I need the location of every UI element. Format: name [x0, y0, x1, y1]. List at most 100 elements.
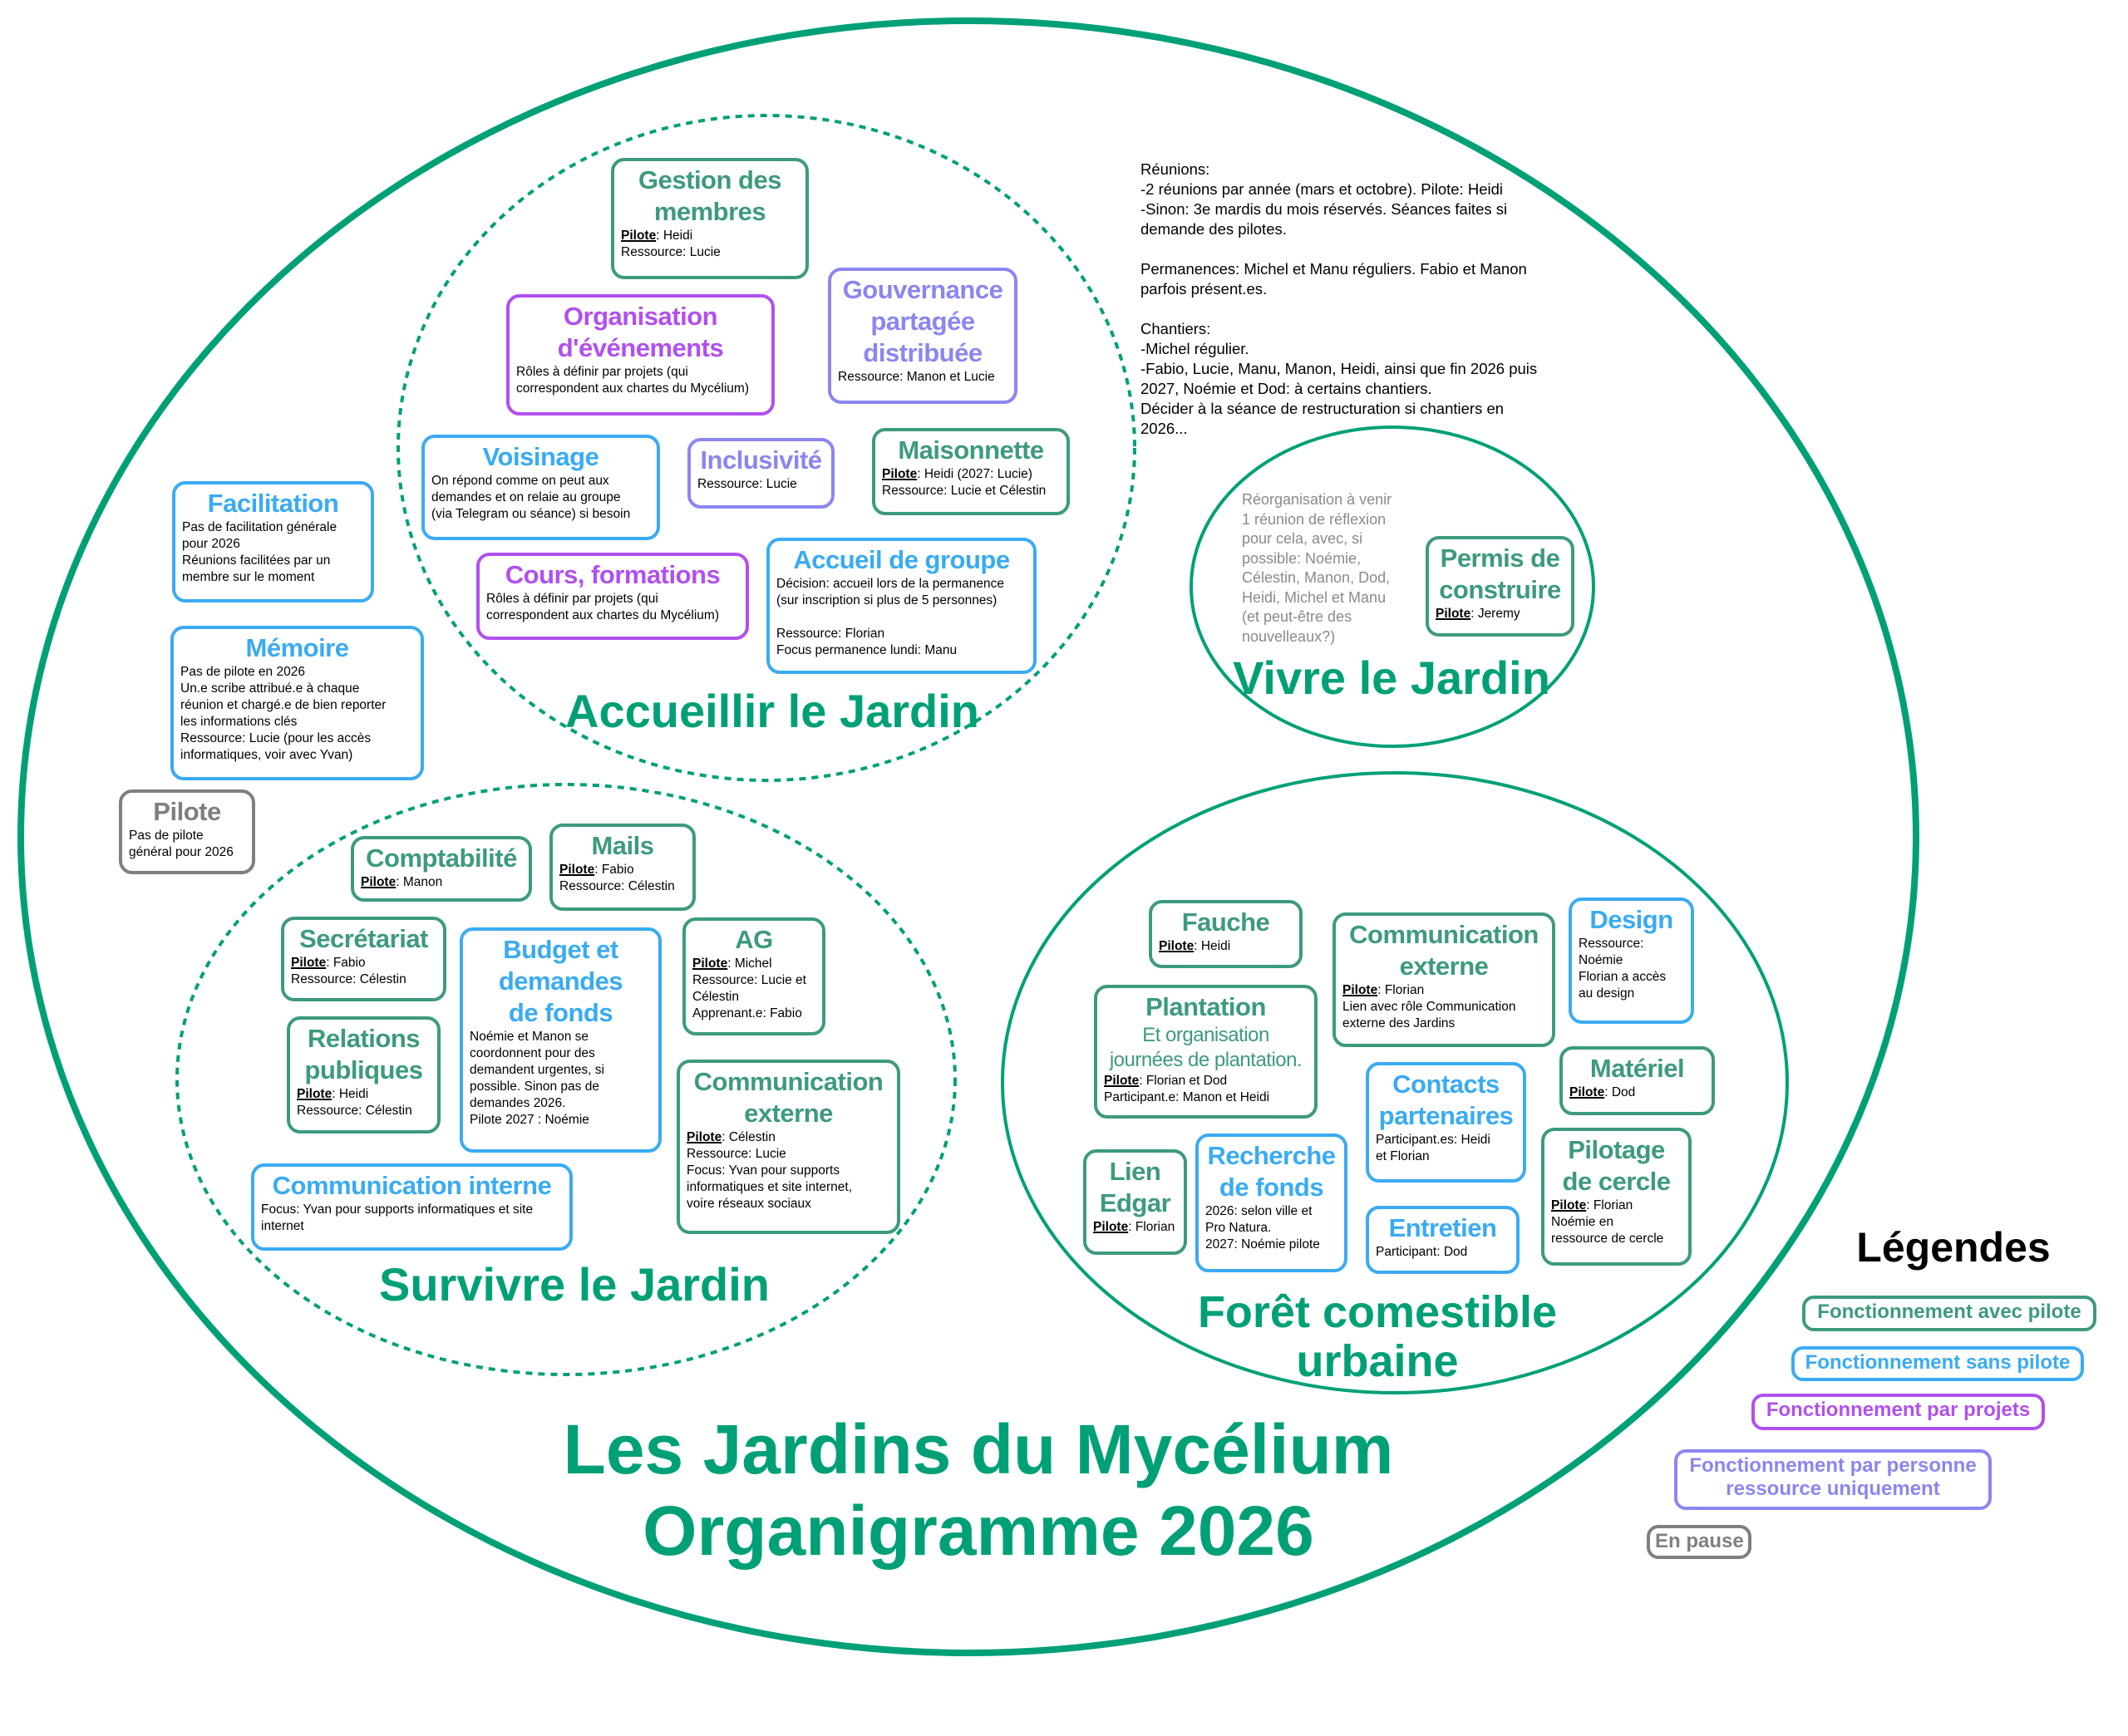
pilote-label: Pilote — [1551, 1198, 1587, 1212]
role-detail-line: demandes et on relaie au groupe — [431, 490, 621, 504]
pilote-value: : Florian et Dod — [1139, 1074, 1228, 1088]
role-detail-line: membre sur le moment — [182, 570, 315, 584]
pilote-line: Pilote: Michel — [692, 956, 815, 972]
role-detail-line: demandes 2026. — [470, 1096, 566, 1110]
pilote-label: Pilote — [687, 1130, 722, 1144]
pilote-label: Pilote — [1569, 1085, 1605, 1099]
role-title: Facilitation — [207, 489, 339, 518]
role-detail-line: 2027: Noémie pilote — [1205, 1237, 1320, 1252]
role-detail-line: Focus: Yvan pour supports — [687, 1163, 840, 1178]
role-detail-line: Lien avec rôle Communication — [1342, 1000, 1516, 1014]
role-title: Mails — [591, 831, 654, 860]
role-detail-line: général pour 2026 — [129, 845, 234, 859]
pilote-label: Pilote — [882, 467, 918, 481]
accueillir-circle — [397, 114, 1136, 782]
role-detail-line: coordonnent pour des — [470, 1046, 595, 1060]
role-detail-line: Pilote 2027 : Noémie — [470, 1113, 589, 1127]
role-title: Relations publiques — [304, 1024, 423, 1084]
pilote-label: Pilote — [297, 1087, 332, 1101]
pilote-label: Pilote — [1436, 607, 1471, 621]
pilote-value: : Florian — [1128, 1220, 1175, 1234]
role-detail-line: Participant: Dod — [1376, 1245, 1468, 1259]
role-detail-line: Focus: Yvan pour supports informatiques … — [261, 1202, 534, 1217]
pilote-label: Pilote — [1342, 983, 1378, 997]
pilote-line: Pilote: Fabio — [559, 862, 686, 878]
role-title: Comptabilité — [366, 843, 517, 873]
pilote-line: Pilote: Heidi — [1159, 938, 1293, 955]
section-label-foret-comestible-urbaine: Forêt comestible urbaine — [1197, 1287, 1558, 1387]
role-detail-line: Réunions facilitées par un — [182, 553, 331, 568]
vivre-circle — [1190, 425, 1595, 748]
pilote-line: Pilote: Florian et Dod — [1104, 1073, 1308, 1089]
role-title: Gestion des membres — [638, 165, 781, 226]
role-detail-line: ressource de cercle — [1551, 1232, 1664, 1246]
role-title: Mémoire — [245, 633, 349, 662]
pilote-value: : Michel — [727, 957, 772, 971]
role-title: Matériel — [1589, 1054, 1685, 1083]
section-label-accueillir-le-jardin: Accueillir le Jardin — [565, 685, 979, 737]
pilote-value: : Heidi — [332, 1087, 369, 1101]
role-title: Communication externe — [1349, 920, 1539, 981]
role-detail-line: Rôles à définir par projets (qui — [516, 365, 688, 379]
role-title: Pilote — [153, 797, 221, 826]
pilote-line: Pilote: Florian — [1093, 1219, 1177, 1236]
legend-item-fonctionnement-par-projets: Fonctionnement par projets — [1751, 1394, 2045, 1430]
role-detail-line: réunion et chargé.e de bien reporter — [180, 698, 387, 712]
section-label-vivre-le-jardin: Vivre le Jardin — [1233, 652, 1550, 704]
section-label-survivre-le-jardin: Survivre le Jardin — [378, 1258, 771, 1311]
role-detail-line: Pro Natura. — [1205, 1221, 1272, 1235]
foret-circle — [1001, 771, 1789, 1394]
legend-item-fonctionnement-par-personne-ressource-uniquement: Fonctionnement par personne ressource un… — [1674, 1449, 1992, 1510]
role-detail-line: Participant.es: Heidi — [1376, 1133, 1490, 1147]
page-title: Les Jardins du Mycélium Organigramme 202… — [563, 1410, 1394, 1570]
role-detail-line: Pas de pilote en 2026 — [180, 665, 305, 679]
role-detail-line: Pas de facilitation générale — [182, 520, 337, 534]
role-detail-line: internet — [261, 1219, 304, 1233]
role-title: Pilotage de cercle — [1562, 1135, 1671, 1196]
role-detail-line: pour 2026 — [182, 537, 240, 551]
pilote-line: Pilote: Dod — [1569, 1084, 1705, 1101]
role-title: Entretien — [1388, 1213, 1497, 1242]
role-detail-line: Ressource: Manon et Lucie — [838, 370, 995, 384]
pilote-line: Pilote: Célestin — [687, 1129, 890, 1146]
role-detail-line: au design — [1579, 986, 1635, 1001]
role-detail-line: Focus permanence lundi: Manu — [776, 643, 958, 657]
pilote-value: : Florian — [1586, 1198, 1633, 1212]
pilote-label: Pilote — [559, 863, 595, 877]
pilote-label: Pilote — [692, 957, 728, 971]
role-detail-line: On répond comme on peut aux — [431, 474, 609, 488]
pilote-value: : Heidi — [656, 229, 693, 243]
role-detail-line: Ressource: Lucie et Célestin — [882, 484, 1047, 498]
pilote-line: Pilote: Florian — [1342, 982, 1545, 999]
role-detail-line: correspondent aux chartes du Mycélium) — [516, 381, 749, 396]
pilote-value: : Jeremy — [1470, 607, 1520, 621]
legend-item-en-pause: En pause — [1647, 1525, 1751, 1559]
vivre-reorganisation-note: Réorganisation à venir 1 réunion de réfl… — [1242, 491, 1392, 645]
role-detail-line: voire réseaux sociaux — [687, 1197, 811, 1211]
role-detail-line — [776, 609, 1027, 626]
role-title: Plantation — [1145, 992, 1266, 1021]
pilote-label: Pilote — [361, 875, 397, 889]
role-detail-line: Ressource: Célestin — [559, 879, 675, 893]
pilote-label: Pilote — [1093, 1220, 1129, 1234]
